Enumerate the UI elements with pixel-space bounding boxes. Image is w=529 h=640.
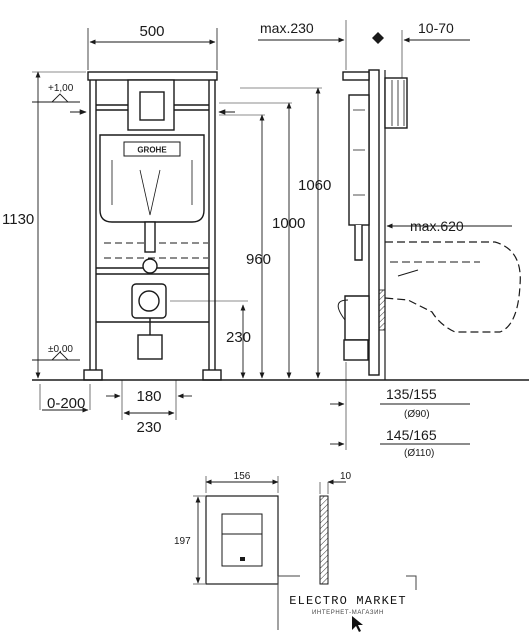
dim-small-label: 135/155: [386, 386, 437, 402]
watermark-subtitle: ИНТЕРНЕТ-МАГАЗИН: [312, 610, 384, 616]
dim-large-sub: (Ø110): [404, 448, 434, 459]
frame-top-rail: [87, 71, 218, 81]
button-plate-outline: [205, 495, 279, 585]
front-view: [32, 28, 330, 420]
dim-large-label: 145/165: [386, 427, 437, 443]
side-view: [258, 20, 529, 450]
cistern-tank: [99, 134, 205, 223]
plate-width-label: 156: [234, 471, 251, 482]
drain-pipe: [137, 334, 163, 360]
level-top-label: +1,00: [48, 83, 74, 94]
frame-foot-left: [83, 369, 103, 381]
pipe-spacing-label: 180: [136, 388, 161, 405]
offset-label: 0-200: [47, 395, 85, 412]
max-depth-label: max.230: [260, 20, 314, 36]
side-view-labels: max.230 10-70 max.620 135/155 (Ø90) 145/…: [260, 20, 464, 459]
cistern-side: [348, 94, 370, 226]
feed-pipe: [144, 221, 156, 253]
button-plate-inner: [221, 513, 263, 567]
flush-plate-opening: [139, 91, 165, 121]
bowl-projection-label: max.620: [410, 218, 464, 234]
button-plate: [193, 476, 346, 585]
plate-thickness-label: 10: [340, 471, 352, 482]
grohe-logo: GROHE: [123, 141, 181, 157]
outlet-height-label: 230: [226, 329, 251, 346]
cursor-icon: [352, 616, 363, 632]
height-1130-label: 1130: [2, 211, 34, 228]
side-frame: [368, 69, 380, 376]
frame-foot-right: [202, 369, 222, 381]
level-floor-label: ±0,00: [48, 344, 73, 355]
feed-valve: [142, 258, 158, 274]
h-1000-label: 1000: [272, 215, 305, 232]
h-960-label: 960: [246, 251, 271, 268]
front-view-labels: 500 1130 +1,00 ±0,00 960 1000 1060 230 0…: [2, 23, 331, 436]
flush-plate-frame: [127, 79, 175, 131]
wall-range-label: 10-70: [418, 20, 454, 36]
watermark-title: ELECTRO MARKET: [289, 594, 407, 608]
watermark: ELECTRO MARKET ИНТЕРНЕТ-МАГАЗИН: [277, 575, 417, 632]
width-label: 500: [139, 23, 164, 40]
dim-small-sub: (Ø90): [404, 409, 430, 420]
toilet-bowl-outline: [384, 241, 521, 333]
plate-height-label: 197: [174, 536, 191, 547]
button-plate-labels: 156 197 10: [174, 471, 352, 547]
outlet-width-label: 230: [136, 419, 161, 436]
h-1060-label: 1060: [298, 177, 331, 194]
flush-module-side: [384, 77, 408, 129]
logo-text: GROHE: [137, 146, 167, 155]
